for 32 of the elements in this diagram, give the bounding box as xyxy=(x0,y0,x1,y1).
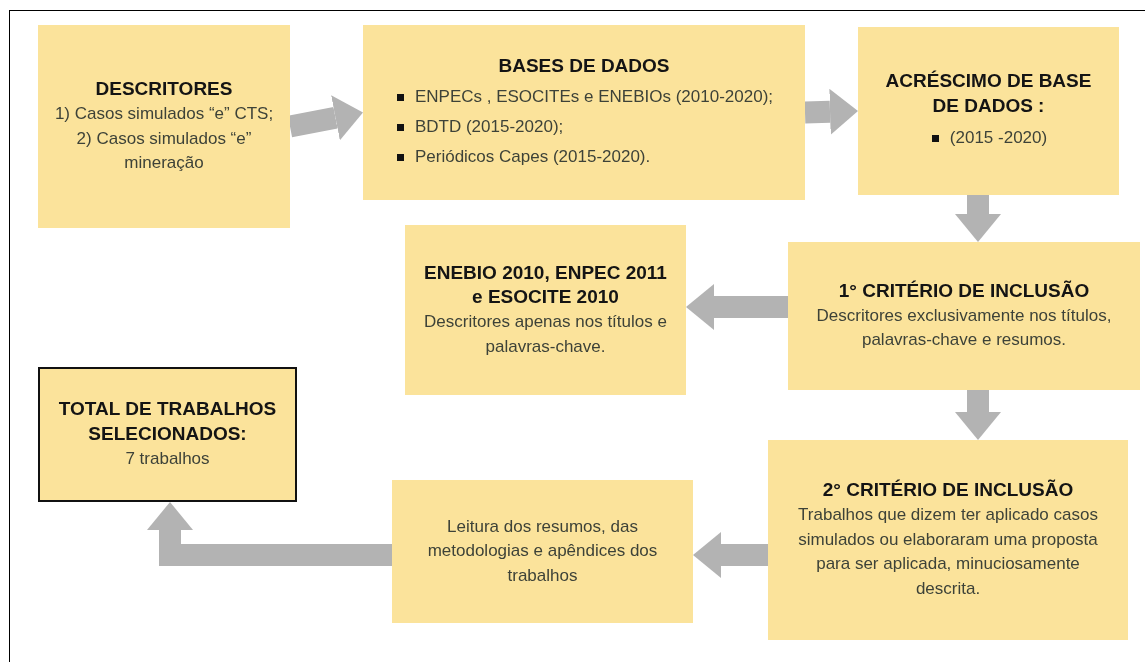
box-text: Leitura dos resumos, das metodologias e apêndices dos trabalhos xyxy=(426,515,659,587)
bullet-item: Periódicos Capes (2015-2020). xyxy=(394,141,651,172)
block-arrow xyxy=(147,502,392,566)
bullet-item: BDTD (2015-2020); xyxy=(394,111,564,142)
bullet-item: (2015 -2020) xyxy=(929,122,1048,153)
box-heading: ENEBIO 2010, ENPEC 2011 e ESOCITE 2010 xyxy=(423,260,668,310)
process-box xyxy=(392,480,693,623)
process-box xyxy=(363,25,805,200)
box-text: 7 trabalhos xyxy=(125,447,210,470)
box-heading: DESCRITORES xyxy=(95,77,233,102)
box-text: 2) Casos simulados “e” mineração xyxy=(75,127,253,175)
box-heading: 2° CRITÉRIO DE INCLUSÃO xyxy=(822,478,1074,503)
process-box xyxy=(405,225,686,395)
box-text: Trabalhos que dizem ter aplicado casos simulados ou elaboraram uma proposta para ser aplicada, minuciosamente descrita. xyxy=(797,504,1099,600)
box-text: Descritores exclusivamente nos títulos, palavras-chave e resumos. xyxy=(815,304,1113,352)
process-box xyxy=(38,25,290,228)
block-arrow xyxy=(955,195,1001,242)
process-box xyxy=(858,27,1119,195)
process-box xyxy=(788,242,1140,390)
box-heading: BASES DE DADOS xyxy=(498,53,670,78)
process-box xyxy=(768,440,1128,640)
block-arrow xyxy=(955,390,1001,440)
result-box xyxy=(38,367,297,502)
block-arrow xyxy=(686,284,788,330)
box-heading: TOTAL DE TRABALHOS SELECIONADOS: xyxy=(57,397,278,447)
box-heading: ACRÉSCIMO DE BASE DE DADOS : xyxy=(884,69,1093,119)
box-text: 1) Casos simulados “e” CTS; xyxy=(54,102,274,125)
block-arrow xyxy=(693,532,768,578)
bullet-item: ENPECs , ESOCITEs e ENEBIOs (2010-2020); xyxy=(394,82,774,112)
box-text: Descritores apenas nos títulos e palavras-chave. xyxy=(423,311,668,358)
box-heading: 1° CRITÉRIO DE INCLUSÃO xyxy=(838,279,1090,303)
block-arrow xyxy=(804,88,859,135)
